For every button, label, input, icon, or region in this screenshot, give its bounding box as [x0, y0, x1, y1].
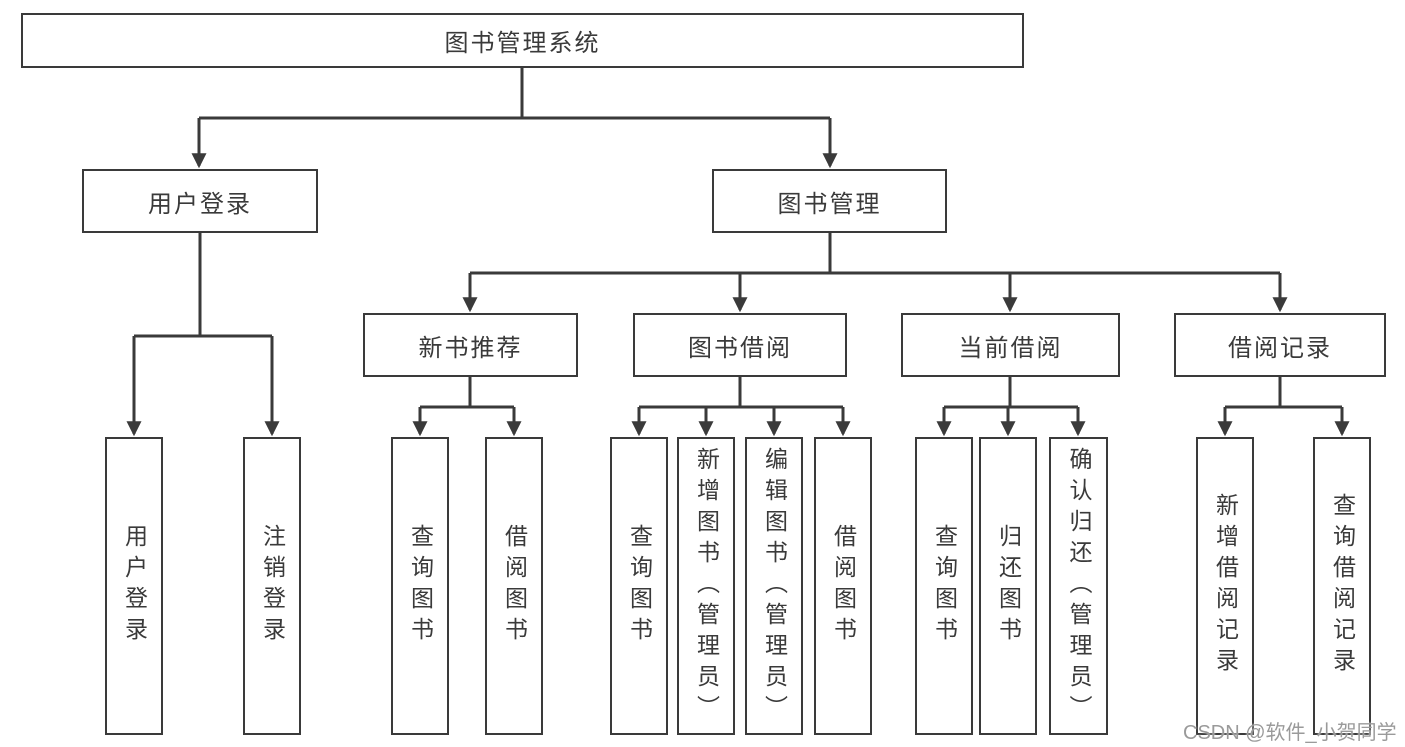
node-leaf-query-borrow-record-label: 查询借阅记录: [1329, 493, 1356, 679]
node-leaf-borrow-books-recommend-label: 借阅图书: [501, 524, 528, 648]
node-leaf-query-books-borrow-label: 查询图书: [626, 524, 653, 648]
node-leaf-query-books-recommend: 查询图书: [391, 437, 449, 735]
node-leaf-query-books-current-label: 查询图书: [931, 524, 958, 648]
node-leaf-confirm-return-admin-label: 确认归还（管理员）: [1066, 446, 1092, 726]
node-book-borrowing: 图书借阅: [633, 313, 847, 377]
node-root-library-system: 图书管理系统: [21, 13, 1024, 68]
node-user-login: 用户登录: [82, 169, 318, 233]
node-leaf-return-book: 归还图书: [979, 437, 1037, 735]
node-leaf-borrow-books-recommend: 借阅图书: [485, 437, 543, 735]
node-leaf-logout-label: 注销登录: [259, 524, 286, 648]
node-leaf-borrow-books-label: 借阅图书: [830, 524, 857, 648]
node-book-management: 图书管理: [712, 169, 947, 233]
node-leaf-add-book-admin: 新增图书（管理员）: [677, 437, 735, 735]
node-leaf-add-book-admin-label: 新增图书（管理员）: [693, 446, 720, 726]
node-leaf-query-borrow-record: 查询借阅记录: [1313, 437, 1371, 735]
node-leaf-borrow-books: 借阅图书: [814, 437, 872, 735]
node-leaf-query-books-borrow: 查询图书: [610, 437, 668, 735]
node-leaf-add-borrow-record-label: 新增借阅记录: [1212, 493, 1239, 679]
node-leaf-query-books-recommend-label: 查询图书: [407, 524, 434, 648]
node-current-borrowing: 当前借阅: [901, 313, 1120, 377]
watermark-text: CSDN @软件_小贺同学: [1183, 722, 1397, 744]
node-new-book-recommend: 新书推荐: [363, 313, 578, 377]
node-leaf-edit-book-admin-label: 编辑图书（管理员）: [761, 446, 788, 726]
node-leaf-logout: 注销登录: [243, 437, 301, 735]
node-leaf-confirm-return-admin: 确认归还（管理员）: [1049, 437, 1108, 735]
node-leaf-user-login-label: 用户登录: [121, 524, 148, 648]
node-leaf-add-borrow-record: 新增借阅记录: [1196, 437, 1254, 735]
node-leaf-return-book-label: 归还图书: [995, 524, 1022, 648]
node-leaf-edit-book-admin: 编辑图书（管理员）: [745, 437, 803, 735]
node-borrow-records: 借阅记录: [1174, 313, 1386, 377]
node-leaf-user-login: 用户登录: [105, 437, 163, 735]
node-leaf-query-books-current: 查询图书: [915, 437, 973, 735]
